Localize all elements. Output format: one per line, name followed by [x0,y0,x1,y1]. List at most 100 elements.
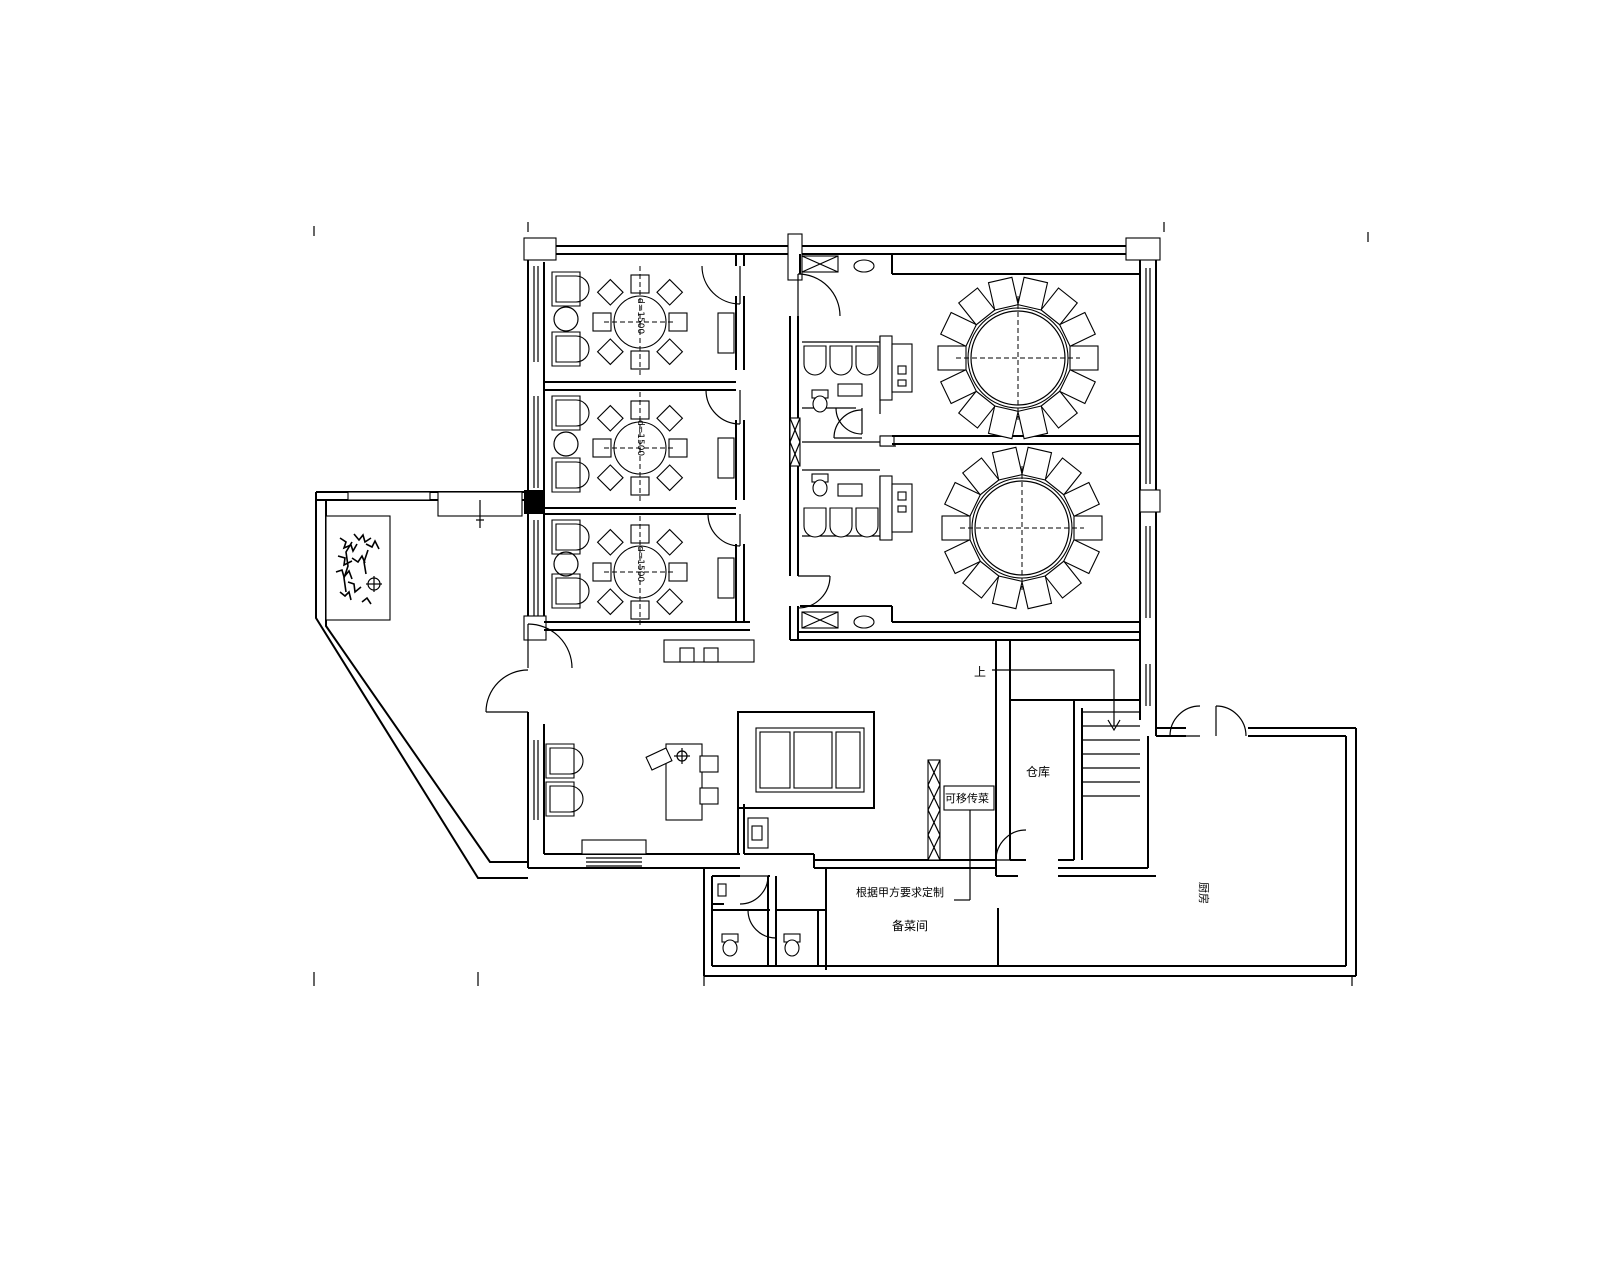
chair-icon [596,464,624,492]
label-warehouse: 仓库 [1026,764,1050,779]
chair-icon [656,404,684,432]
axis-ticks [313,222,1369,986]
chair-icon [551,331,590,367]
door-swing-icon [485,669,529,713]
plant-icon [335,533,382,605]
chair-icon [551,395,590,431]
chair-icon [596,278,624,306]
chair-icon [596,404,624,432]
warehouse-area [825,640,1156,970]
chair-icon [656,338,684,366]
urinal-icon [855,345,879,376]
chair-icon [1017,405,1049,440]
door-swing-icon [1169,705,1201,737]
chair-icon [961,560,1000,599]
chair-icon [943,539,982,575]
chair-icon [656,528,684,556]
chair-icon [961,457,1000,496]
dim-room3: d=1500 [635,546,645,582]
stool-icon [553,431,579,457]
chair-icon [957,287,996,326]
round-table-icon [941,446,1103,610]
door-swing-icon [833,409,863,439]
toilets [721,259,879,957]
cabinet [717,437,735,479]
sink-icon [853,615,875,629]
chair-icon [1073,515,1103,541]
banquet-furniture [937,276,1103,610]
round-table-icon [592,392,688,504]
cabinet [717,557,735,599]
round-table-icon [592,266,688,378]
sink-icon [837,383,863,397]
door-swing-icon [707,513,741,547]
toilet-icon [811,389,829,413]
banquet-rooms [799,254,1140,629]
stool-icon [553,551,579,577]
private-rooms [544,254,750,631]
chair-icon [596,528,624,556]
chair-icon [987,276,1019,311]
door-swing-icon [797,273,841,317]
door-swing-icon [701,265,741,305]
chair-icon [592,562,612,582]
door-swing-icon [739,875,769,905]
chair-icon [1062,539,1101,575]
toilet-icon [783,933,801,957]
chair-icon [656,278,684,306]
stool-icon [553,306,579,332]
door-swing-icon [705,389,741,425]
urinal-icon [803,345,827,376]
urinal-icon [855,507,879,538]
label-stair-up: 上 [974,665,986,679]
chair-icon [1069,345,1099,371]
lounge [581,639,996,869]
chair-icon [941,515,971,541]
chair-icon [551,573,590,609]
dim-room1: d=1500 [635,298,645,334]
label-movable-pass: 可移传菜 [945,792,989,805]
chair-icon [545,743,584,779]
chair-icon [545,781,584,817]
door-swing-icon [527,623,573,669]
chair-icon [656,588,684,616]
chair-icon [1062,481,1101,517]
door-swing-icon [835,407,863,435]
chair-icon [1040,287,1079,326]
sink-icon [853,259,875,273]
chair-icon [1017,276,1049,311]
label-prep-room: 备菜间 [892,919,928,933]
chair-icon [1021,575,1053,610]
urinal-icon [829,507,853,538]
label-custom-note: 根据甲方要求定制 [856,885,944,899]
chair-icon [1044,457,1083,496]
toilet-icon [811,473,829,497]
chair-icon [592,438,612,458]
room-furniture [545,266,735,817]
dim-room2: d=1500 [635,420,645,456]
chair-icon [943,481,982,517]
chair-icon [939,369,978,405]
door-swing-icon [1215,705,1247,737]
chair-icon [1040,390,1079,429]
door-swing-icon [747,909,777,939]
doors [485,265,1247,939]
chair-icon [551,519,590,555]
urinal-icon [803,507,827,538]
chair-icon [991,575,1023,610]
chair-icon [551,271,590,307]
chair-icon [937,345,967,371]
chair-icon [596,338,624,366]
chair-icon [551,457,590,493]
door-swing-icon [797,575,831,609]
chair-icon [957,390,996,429]
chair-icon [987,405,1019,440]
corridor [789,316,1140,641]
door-swing-icon [995,829,1027,861]
chair-icon [991,446,1023,481]
round-table-icon [592,516,688,628]
chair-icon [1058,369,1097,405]
toilet-icon [721,933,739,957]
cabinet [717,312,735,354]
